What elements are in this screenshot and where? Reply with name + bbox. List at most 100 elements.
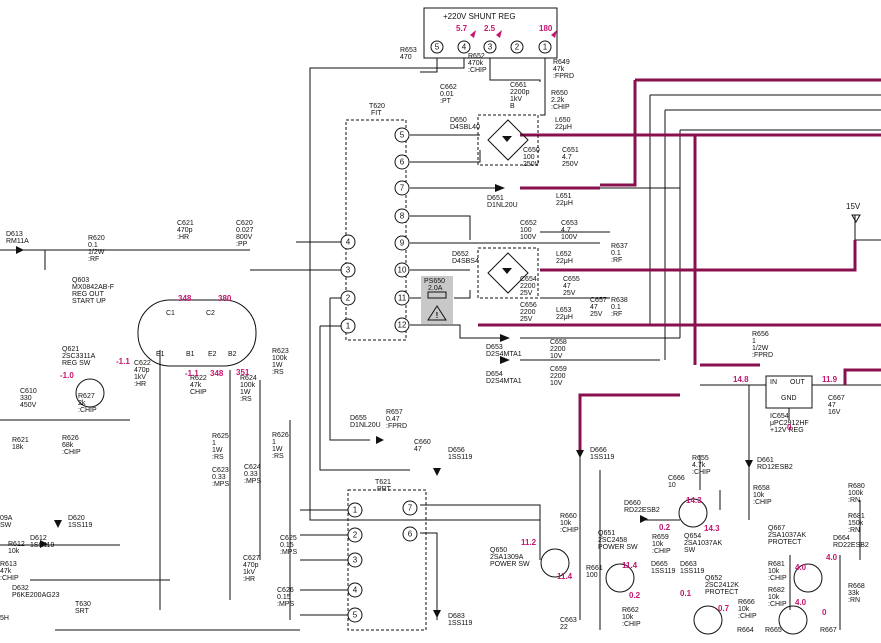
connector-pin-number: 1 — [543, 43, 548, 52]
fuse-ref: PS650 — [424, 278, 445, 285]
label-r667: R667 — [820, 627, 837, 634]
t620-secondary-pin-number: 8 — [400, 212, 405, 221]
fuse-rating: 2.0A — [428, 285, 443, 292]
t620-type: FIT — [371, 110, 382, 117]
voltage-q621_c: -1.1 — [116, 357, 130, 366]
voltage-q667_b: 4.0 — [795, 598, 807, 607]
t620-secondary-pin — [394, 317, 410, 333]
t620-primary-pin-number: 1 — [346, 322, 351, 331]
voltage-q603_b2: 351 — [236, 368, 250, 377]
t621-left-pin — [347, 582, 363, 598]
t620-ref: T620 — [369, 103, 385, 110]
q603-e1-label: E1 — [156, 351, 165, 358]
q603-c2-label: C2 — [206, 310, 215, 317]
ic-gnd-label: GND — [781, 395, 797, 402]
connector-pin — [510, 40, 524, 54]
voltage-q651_c: 11.4 — [622, 561, 638, 570]
t620-primary-pin — [340, 318, 356, 334]
t621-left-pin-number: 4 — [353, 586, 358, 595]
connector-pin-number: 3 — [488, 43, 493, 52]
t621-ref: T621 — [375, 479, 391, 486]
wiring — [0, 7, 881, 631]
t621-type: PRT — [377, 486, 392, 493]
t621-left-pin-number: 5 — [353, 611, 358, 620]
label-h: 5H — [0, 615, 9, 622]
q603-e2-label: E2 — [208, 351, 217, 358]
supply-arrow-icon — [851, 214, 861, 224]
voltage-q603_b1: -1.1 — [185, 369, 199, 378]
t620-primary-pin — [340, 262, 356, 278]
fuse-shading — [421, 276, 453, 324]
voltage-q667_c: 4.0 — [826, 553, 838, 562]
t620-primary-pin — [340, 290, 356, 306]
t620-secondary-pin — [394, 154, 410, 170]
connector-pin — [430, 40, 444, 54]
voltage-q667_x: 0 — [822, 608, 827, 617]
bridge-d652 — [487, 252, 529, 294]
t621-left-pin-number: 2 — [353, 531, 358, 540]
t620-primary-pin-number: 2 — [346, 294, 351, 303]
t621-left-pin — [347, 502, 363, 518]
t620-secondary-pin-number: 9 — [400, 239, 405, 248]
connector-pin — [457, 40, 471, 54]
voltage-q652_b: 0.1 — [680, 589, 692, 598]
t620-secondary-pin — [394, 180, 410, 196]
t620-secondary-pin-number: 10 — [398, 266, 407, 275]
t620-outline — [345, 119, 407, 341]
ic-out-label: OUT — [790, 379, 806, 386]
output-bus — [478, 78, 881, 450]
diodes — [16, 184, 753, 618]
connector-pin — [538, 40, 552, 54]
voltage-q621_b: -1.0 — [60, 371, 74, 380]
connector-pin — [483, 40, 497, 54]
